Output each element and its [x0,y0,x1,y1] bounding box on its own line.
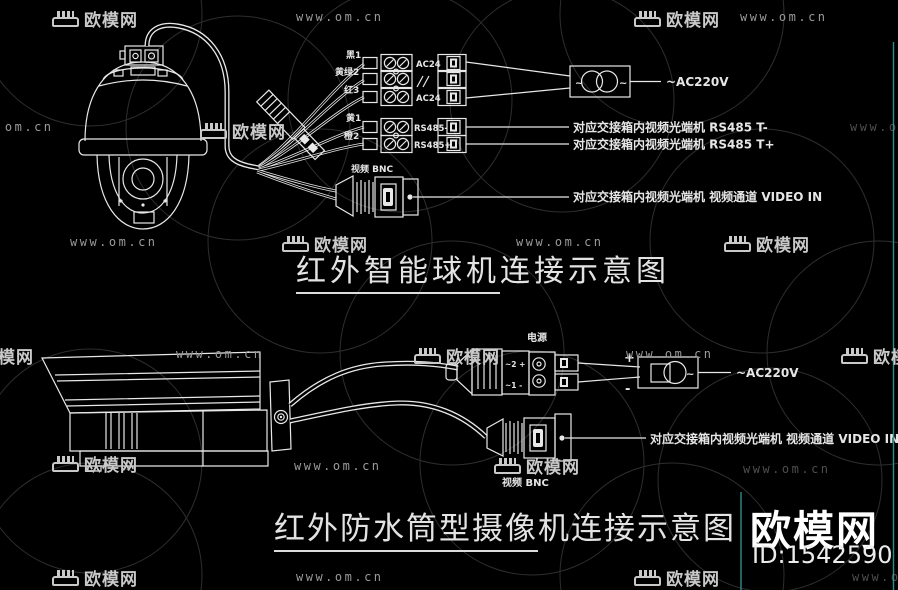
top-diagram-title: 红外智能球机连接示意图 [296,246,670,294]
dome-wire-fan [256,62,365,201]
dome-camera [78,45,208,230]
bottom-title-rest: 机连接示意图 [538,511,736,547]
breakout-connector [255,89,326,161]
top-title-rest: 连接示意图 [500,254,670,289]
rs485-t-minus-note: 对应交接箱内视频光端机 RS485 T- [573,120,768,135]
svg-text:~: ~ [619,78,627,89]
bnc-connector-bottom [486,413,646,462]
terminal-row [362,69,467,89]
rs485-t-plus-note: 对应交接箱内视频光端机 RS485 T+ [573,137,775,152]
wire-label-yellow1: 黄1 [346,112,361,124]
bottom-title-underlined: 红外防水筒型摄像 [274,511,538,552]
plus-mark: + [624,351,635,366]
minus-mark: - [625,382,630,397]
terminal-label-ac24-2: AC24 [416,94,441,104]
ground-mark [416,75,430,88]
port-mark-top: ~2 + [505,360,525,369]
video-in-note-bottom: 对应交接箱内视频光端机 视频通道 VIDEO IN [650,431,898,446]
transformer-bottom: ~ [577,356,731,389]
terminal-row [362,134,467,154]
bnc-connector-top [335,175,569,218]
bnc-label-bottom: 视频 BNC [502,476,549,489]
terminal-label-rs485-plus: RS485+ [414,141,452,151]
svg-text:~: ~ [575,78,583,89]
wire-label-red3: 红3 [344,84,359,96]
ac220v-label-bottom: ~AC220V [736,366,799,380]
wire-label-orange2: 橙2 [344,130,359,142]
bullet-camera [41,351,292,472]
bnc-label-top: 视频 BNC [351,163,394,175]
top-title-underlined: 红外智能球机 [296,254,500,294]
power-connector [445,348,579,396]
bottom-diagram-title: 红外防水筒型摄像机连接示意图 [274,503,736,552]
rs485-leaders [466,126,569,145]
terminal-row [362,53,467,73]
ac220v-label-top: ~AC220V [666,75,729,89]
wire-label-yellowgreen2: 黄绿2 [335,66,359,78]
power-label: 电源 [527,331,547,344]
svg-text:~: ~ [686,369,694,380]
dome-cable-arm [144,22,260,171]
terminal-row [362,87,467,107]
video-in-note-top: 对应交接箱内视频光端机 视频通道 VIDEO IN [573,189,822,204]
wire-label-black1: 黑1 [346,50,361,61]
site-logo-text: 欧模网 [750,507,879,555]
terminal-label-rs485-minus: RS485- [414,124,448,134]
transformer-top: ~~ [465,61,661,99]
asset-id: ID:1542590 [752,541,893,569]
bullet-cables [288,360,488,439]
terminal-label-ac24-1: AC24 [416,60,441,70]
port-mark-bottom: ~1 - [505,381,522,390]
terminal-bridges [393,68,400,139]
